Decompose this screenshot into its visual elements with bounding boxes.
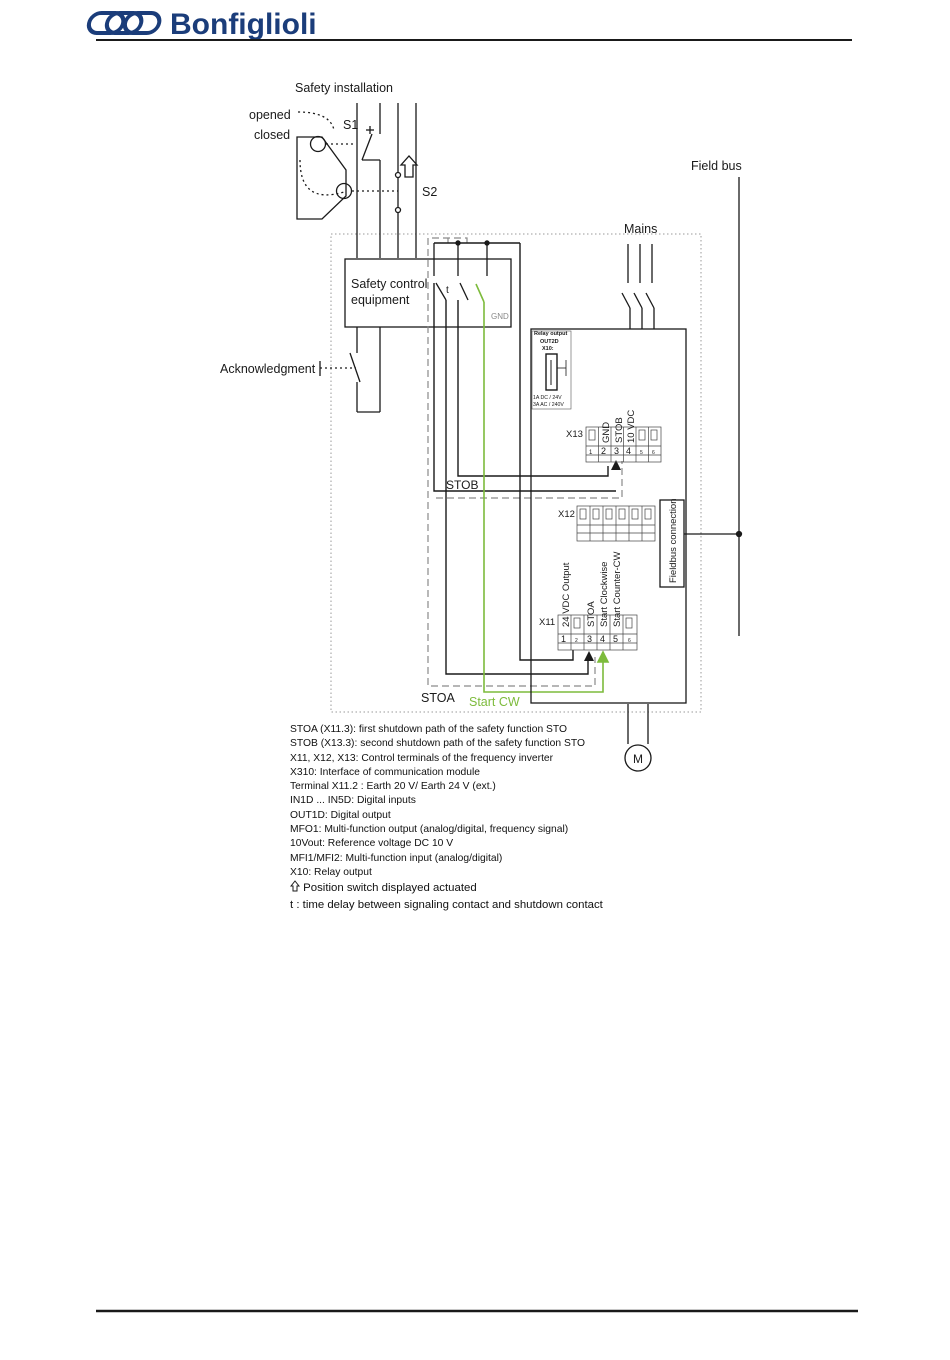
relay-rating-1: 1A DC / 24V xyxy=(533,395,562,401)
opened-label: opened xyxy=(249,108,291,122)
closed-label: closed xyxy=(254,128,290,142)
x13-terminal: X13 GND STOB 10 VDC 1 2 3 4 5 6 xyxy=(566,410,662,463)
start-cw-wiring xyxy=(475,283,610,693)
logo-chain-icon xyxy=(86,11,162,35)
motor-icon xyxy=(624,744,652,772)
legend-line: Terminal X11.2 : Earth 20 V/ Earth 24 V … xyxy=(290,781,496,793)
guard-door-icon xyxy=(296,111,398,220)
black-wiring xyxy=(433,240,616,675)
relay-output: Relay output OUT2D X10: 1A DC / 24V 3A A… xyxy=(531,330,572,410)
x13-pin-6: 6 xyxy=(652,450,655,456)
legend-line: MFI1/MFI2: Multi-function input (analog/… xyxy=(290,852,503,864)
gnd-small-label: GND xyxy=(491,312,509,321)
x10-label: X10: xyxy=(542,346,554,352)
legend-line: MFO1: Multi-function output (analog/digi… xyxy=(290,824,569,836)
brand-logo: Bonfiglioli xyxy=(86,8,317,41)
x13-gnd-label: GND xyxy=(601,422,612,443)
safety-control-label-2: equipment xyxy=(351,293,410,307)
x11-start-clockwise-label: Start Clockwise xyxy=(599,562,610,627)
stob-arrow-icon xyxy=(611,460,621,470)
stoa-arrow-icon xyxy=(584,651,594,661)
wiring-diagram: Safety installation opened closed S1 S2 … xyxy=(220,81,743,772)
inverter-box xyxy=(530,328,687,704)
x11-pin-2: 2 xyxy=(575,638,578,644)
field-bus-label: Field bus xyxy=(691,159,742,173)
x11-terminal: X11 24 VDC Output STOA Start Clockwise S… xyxy=(539,551,638,651)
x11-start-counter-cw-label: Start Counter-CW xyxy=(612,551,623,627)
s2-label: S2 xyxy=(422,185,437,199)
legend-t-line: t : time delay between signaling contact… xyxy=(290,898,603,911)
x11-label: X11 xyxy=(539,617,555,628)
legend-arrow-text: Position switch displayed actuated xyxy=(303,882,477,895)
s2-switch-column xyxy=(394,103,419,258)
x11-stoa-label: STOA xyxy=(586,601,597,627)
x11-pin-5: 5 xyxy=(613,634,618,644)
acknowledgment-switch xyxy=(319,327,381,413)
up-arrow-icon xyxy=(289,880,301,892)
time-delay-symbol: t xyxy=(446,285,449,296)
brand-name: Bonfiglioli xyxy=(170,8,317,41)
x12-terminal: X12 xyxy=(558,505,656,542)
mains-lines xyxy=(621,244,655,329)
installation-boundary xyxy=(330,233,702,713)
s1-label: S1 xyxy=(343,118,358,132)
legend: STOA (X11.3): first shutdown path of the… xyxy=(289,723,760,913)
safety-contacts xyxy=(433,243,488,301)
stob-label: STOB xyxy=(446,478,478,492)
safety-control-label-1: Safety control xyxy=(351,277,427,291)
x13-pin-4: 4 xyxy=(626,446,631,456)
out2d-label: OUT2D xyxy=(540,339,559,345)
relay-rating-2: 3A AC / 240V xyxy=(533,402,564,408)
x11-pin-4: 4 xyxy=(600,634,605,644)
x11-pin-6: 6 xyxy=(628,638,631,644)
x13-pin-1: 1 xyxy=(589,450,593,456)
legend-line: 10Vout: Reference voltage DC 10 V xyxy=(290,838,454,850)
mains-label: Mains xyxy=(624,222,657,236)
fieldbus-connection-box xyxy=(659,499,685,588)
x13-stob-label: STOB xyxy=(614,417,625,443)
start-cw-label: Start CW xyxy=(469,695,520,709)
x11-pin-3: 3 xyxy=(587,634,592,644)
x11-pin-1: 1 xyxy=(561,634,566,644)
legend-arrow-line: Position switch displayed actuated xyxy=(289,880,760,897)
x13-pin-2: 2 xyxy=(601,446,606,456)
legend-line: X10: Relay output xyxy=(290,866,372,878)
x13-pin-3: 3 xyxy=(614,446,619,456)
x12-label: X12 xyxy=(558,509,575,520)
legend-line: STOB (X13.3): second shutdown path of th… xyxy=(290,738,585,750)
motor-label: M xyxy=(633,752,643,766)
motor xyxy=(624,704,652,772)
s1-switch-column xyxy=(356,103,381,258)
safety-installation-label: Safety installation xyxy=(295,81,393,95)
relay-output-label: Relay output xyxy=(534,331,567,337)
x13-10vdc-label: 10 VDC xyxy=(626,410,637,443)
dashed-wiring xyxy=(427,237,623,687)
acknowledgment-label: Acknowledgment xyxy=(220,362,316,376)
field-bus-line xyxy=(684,177,743,636)
legend-line: OUT1D: Digital output xyxy=(290,809,391,821)
stoa-label: STOA xyxy=(421,691,455,705)
legend-line: STOA (X11.3): first shutdown path of the… xyxy=(290,724,568,735)
x11-24vdc-label: 24 VDC Output xyxy=(561,562,572,627)
legend-line: IN1D ... IN5D: Digital inputs xyxy=(290,795,416,807)
legend-line: X11, X12, X13: Control terminals of the … xyxy=(290,752,554,764)
x13-label: X13 xyxy=(566,429,583,440)
legend-line: X310: Interface of communication module xyxy=(290,766,481,778)
fieldbus-connection-label: Fieldbus connection xyxy=(668,499,679,584)
x13-pin-5: 5 xyxy=(640,450,643,456)
